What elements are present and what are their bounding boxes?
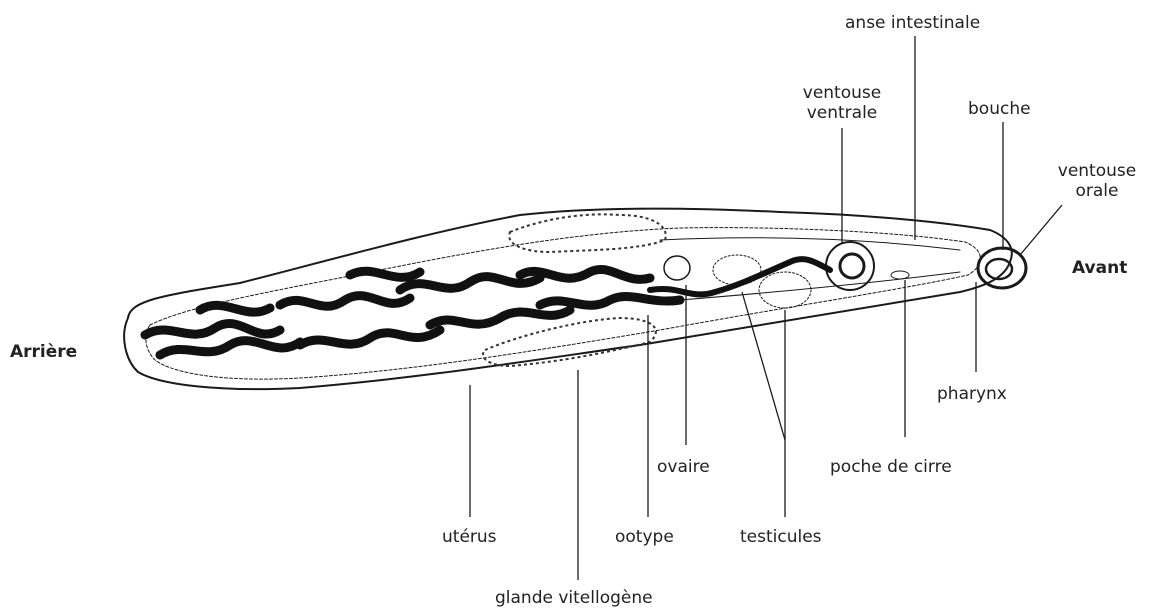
label-ovaire: ovaire: [657, 457, 710, 477]
vitelline-glands: [483, 214, 666, 366]
label-testicules: testicules: [740, 527, 822, 547]
label-ootype: ootype: [615, 527, 674, 547]
uterus-mass: [145, 269, 680, 355]
label-poche-de-cirre: poche de cirre: [830, 457, 952, 477]
ovary: [664, 256, 690, 280]
label-ventouse-orale-line2: orale: [1052, 181, 1142, 201]
label-glande-vitellogene: glande vitellogène: [495, 588, 653, 608]
label-ventouse-ventrale-line1: ventouse: [797, 83, 887, 103]
label-ventouse-ventrale-line2: ventrale: [797, 103, 887, 123]
testis-2: [759, 272, 811, 308]
intestine-lower: [680, 272, 960, 300]
label-rear: Arrière: [10, 342, 77, 362]
ventral-sucker-inner: [840, 254, 864, 278]
label-pharynx: pharynx: [937, 384, 1007, 404]
label-ventouse-orale-line1: ventouse: [1052, 161, 1142, 181]
cirrus-pouch: [891, 271, 909, 279]
label-bouche: bouche: [968, 99, 1031, 119]
label-anse-intestinale: anse intestinale: [845, 13, 980, 33]
label-ventouse-ventrale: ventouse ventrale: [797, 83, 887, 123]
leader-testicules-b: [742, 292, 785, 440]
label-ventouse-orale: ventouse orale: [1052, 161, 1142, 201]
label-front: Avant: [1072, 258, 1127, 278]
leader-ventouse-orale: [1020, 205, 1062, 255]
label-uterus: utérus: [442, 527, 497, 547]
ventral-sucker: [826, 242, 874, 290]
